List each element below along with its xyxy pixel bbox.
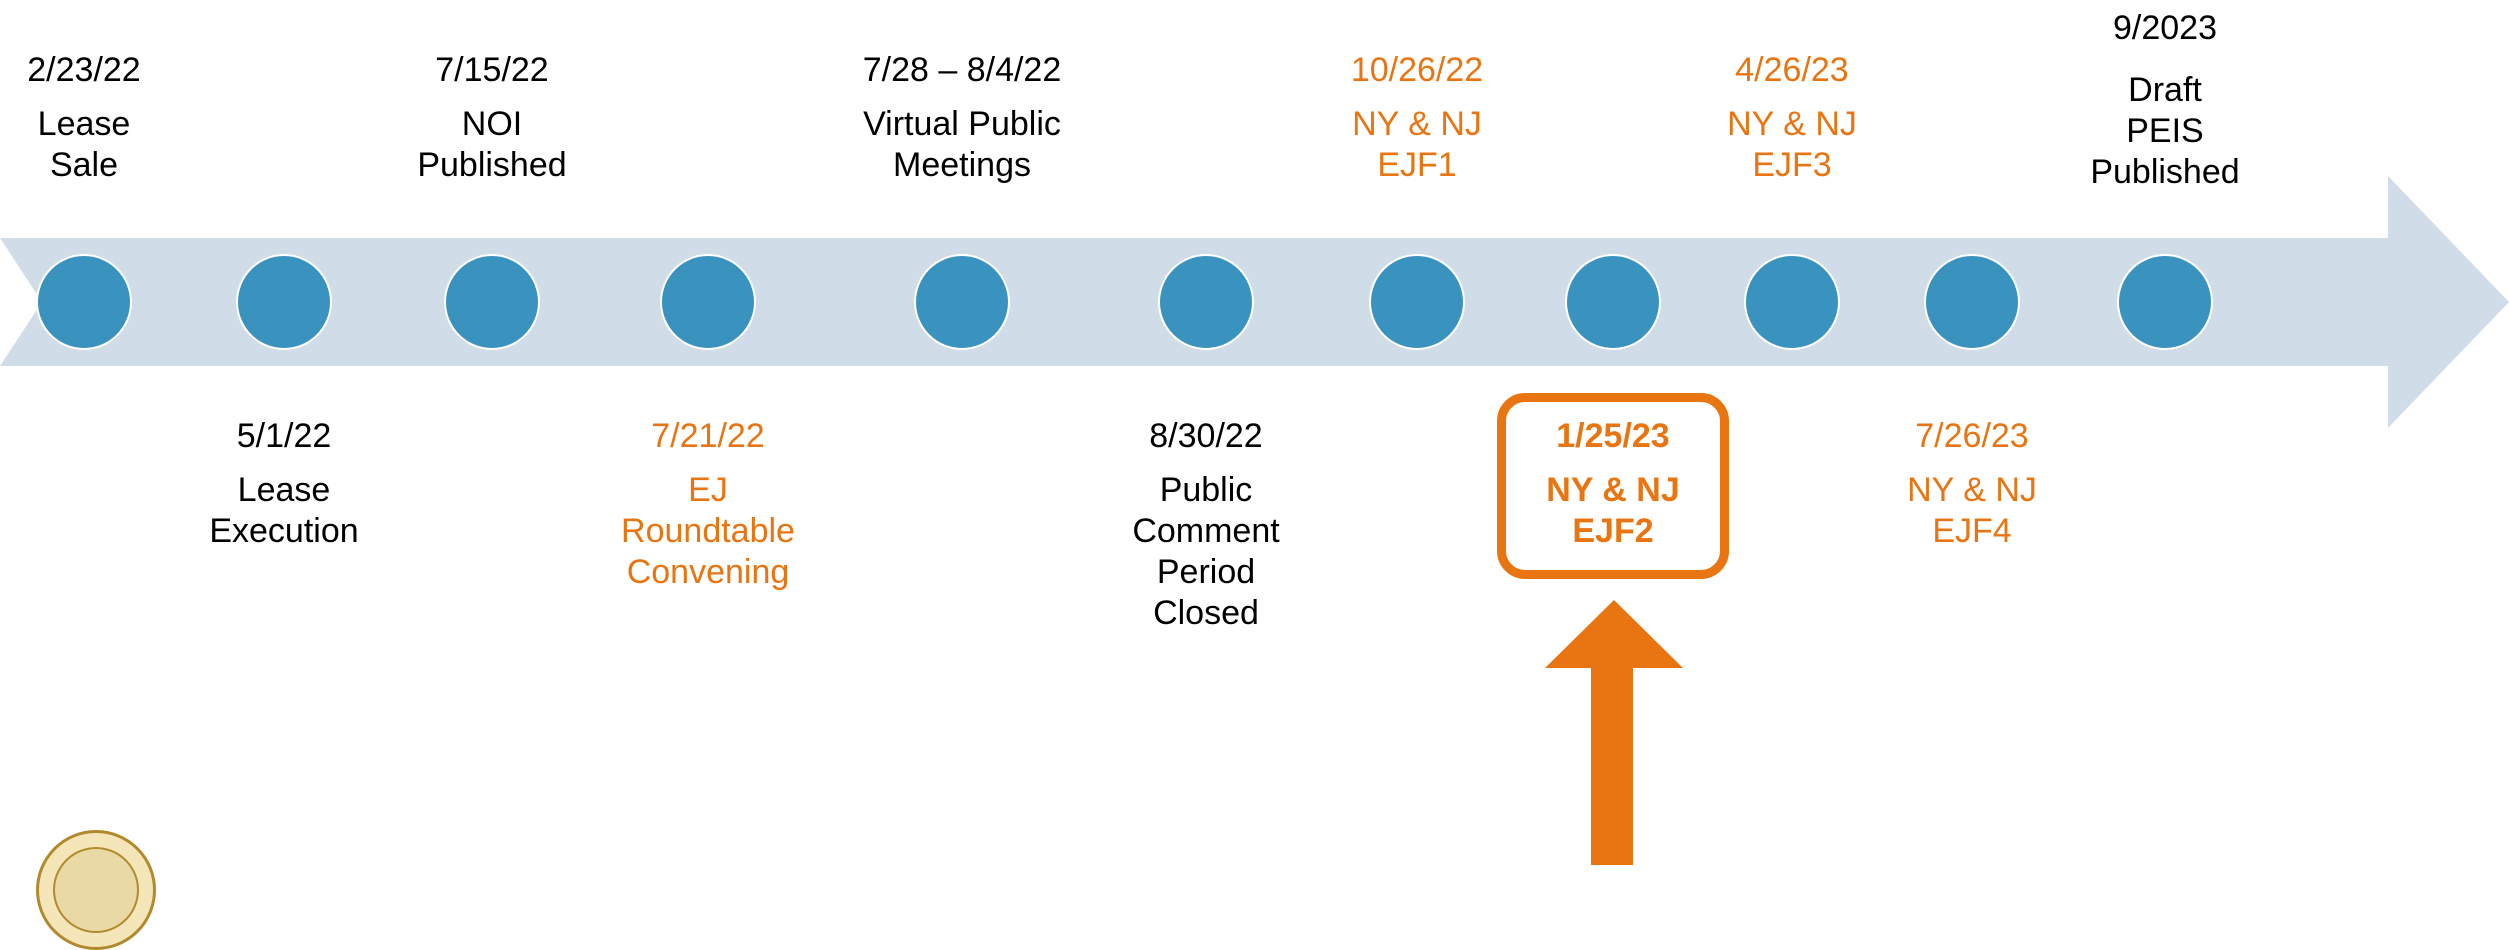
event-description: Virtual Public Meetings xyxy=(802,104,1122,186)
milestone-dot xyxy=(1369,254,1465,350)
event-description: NY & NJ EJF1 xyxy=(1287,104,1547,186)
current-event-highlight-box xyxy=(1497,393,1729,579)
desc-line: Closed xyxy=(1153,594,1259,632)
timeline-arrow xyxy=(0,176,2509,428)
event-ej-roundtable: 7/21/22 EJ Roundtable Convening xyxy=(578,416,838,593)
milestone-dot xyxy=(1744,254,1840,350)
desc-line: EJF1 xyxy=(1377,146,1457,184)
event-description: Lease Execution xyxy=(154,470,414,552)
milestone-dot xyxy=(444,254,540,350)
event-virtual-public-meetings: 7/28 – 8/4/22 Virtual Public Meetings xyxy=(802,50,1122,186)
desc-line: EJ xyxy=(688,471,728,509)
desc-line: Sale xyxy=(49,146,119,184)
event-date: 7/21/22 xyxy=(651,417,765,455)
desc-line: Published xyxy=(2090,153,2240,191)
timeline-graphic xyxy=(0,176,2509,865)
event-description: Lease Sale xyxy=(0,104,214,186)
desc-line: Period xyxy=(1156,553,1256,591)
milestone-dot xyxy=(660,254,756,350)
desc-line: Published xyxy=(417,146,567,184)
milestone-dot xyxy=(236,254,332,350)
desc-line: PEIS xyxy=(2126,112,2204,150)
event-ejf2: 1/25/23 NY & NJ EJF2 xyxy=(1483,416,1743,552)
event-description: NY & NJ EJF2 xyxy=(1483,470,1743,552)
event-date: 9/2023 xyxy=(2113,9,2217,47)
milestone-dots xyxy=(36,254,2213,350)
desc-line: Draft xyxy=(2128,71,2202,109)
event-lease-execution: 5/1/22 Lease Execution xyxy=(154,416,414,552)
event-date: 7/26/23 xyxy=(1915,417,2029,455)
event-date: 5/1/22 xyxy=(236,417,332,455)
event-description: NY & NJ EJF4 xyxy=(1842,470,2102,552)
event-date: 8/30/22 xyxy=(1149,417,1263,455)
milestone-dot xyxy=(1158,254,1254,350)
event-ejf1: 10/26/22 NY & NJ EJF1 xyxy=(1287,50,1547,186)
event-noi-published: 7/15/22 NOI Published xyxy=(362,50,622,186)
event-date: 7/28 – 8/4/22 xyxy=(862,51,1062,89)
event-ejf4: 7/26/23 NY & NJ EJF4 xyxy=(1842,416,2102,552)
event-ejf3: 4/26/23 NY & NJ EJF3 xyxy=(1662,50,1922,186)
desc-line: EJF4 xyxy=(1932,512,2012,550)
desc-line: Public xyxy=(1159,471,1253,509)
event-draft-peis: 9/2023 Draft PEIS Published xyxy=(2035,8,2295,193)
desc-line: Lease xyxy=(37,105,131,143)
event-date: 4/26/23 xyxy=(1735,51,1849,89)
event-public-comment-closed: 8/30/22 Public Comment Period Closed xyxy=(1076,416,1336,634)
event-description: EJ Roundtable Convening xyxy=(578,470,838,593)
desc-line: NY & NJ xyxy=(1727,105,1857,143)
desc-line: EJF3 xyxy=(1752,146,1832,184)
desc-line: Convening xyxy=(626,553,790,591)
up-arrow xyxy=(1545,600,1683,865)
desc-line: Roundtable xyxy=(621,512,795,550)
seal-inner-ring xyxy=(53,847,139,933)
desc-line: EJF2 xyxy=(1572,512,1654,550)
desc-line: Comment xyxy=(1132,512,1280,550)
desc-line: Virtual Public xyxy=(863,105,1061,143)
desc-line: NY & NJ xyxy=(1546,471,1680,509)
milestone-dot xyxy=(914,254,1010,350)
desc-line: Lease xyxy=(237,471,331,509)
event-date: 10/26/22 xyxy=(1350,51,1484,89)
milestone-dot xyxy=(1565,254,1661,350)
desc-line: Meetings xyxy=(893,146,1031,184)
current-position-arrow xyxy=(1545,600,1683,865)
desc-line: NY & NJ xyxy=(1907,471,2037,509)
milestone-dot xyxy=(2117,254,2213,350)
event-description: Draft PEIS Published xyxy=(2035,70,2295,193)
event-date: 7/15/22 xyxy=(435,51,549,89)
event-description: Public Comment Period Closed xyxy=(1076,470,1336,634)
doi-seal-logo xyxy=(36,830,156,950)
event-lease-sale: 2/23/22 Lease Sale xyxy=(0,50,214,186)
milestone-dot xyxy=(1924,254,2020,350)
event-description: NY & NJ EJF3 xyxy=(1662,104,1922,186)
desc-line: NY & NJ xyxy=(1352,105,1482,143)
desc-line: NOI xyxy=(461,105,523,143)
event-date: 2/23/22 xyxy=(27,51,141,89)
milestone-dot xyxy=(36,254,132,350)
desc-line: Execution xyxy=(209,512,359,550)
event-date: 1/25/23 xyxy=(1556,417,1670,455)
event-description: NOI Published xyxy=(362,104,622,186)
